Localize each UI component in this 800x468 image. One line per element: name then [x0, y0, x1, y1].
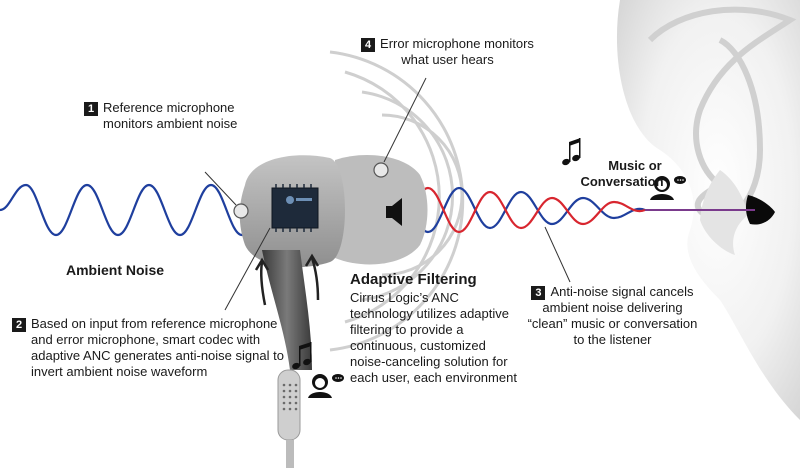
callout-3-line1: Anti-noise signal cancels — [550, 284, 694, 299]
callout-2-line2: and error microphone, smart codec with — [31, 332, 261, 347]
speaking-person-icon-cable — [308, 374, 344, 398]
callout-4-line2: what user hears — [401, 52, 494, 67]
callout-2-line1: Based on input from reference microphone — [31, 316, 278, 331]
music-note-icon — [562, 138, 581, 166]
sound-arcs — [329, 50, 465, 352]
adaptive-line5: noise-canceling solution for — [350, 354, 508, 369]
callout-reference-microphone: 1 Reference microphone monitors ambient n… — [84, 100, 237, 132]
callout-number-3: 3 — [531, 286, 546, 300]
adaptive-line4: continuous, customized — [350, 338, 486, 353]
music-line2: Conversation — [580, 174, 664, 189]
adaptive-line1: Cirrus Logic’s ANC — [350, 290, 459, 305]
leader-lines — [204, 77, 571, 311]
callout-3-line3: “clean” music or conversation — [527, 316, 698, 331]
callout-3-line4: to the listener — [573, 332, 652, 347]
reference-microphone-icon — [233, 203, 249, 219]
ambient-noise-label: Ambient Noise — [66, 262, 165, 278]
callout-smart-codec: 2 Based on input from reference microphon… — [12, 316, 292, 380]
error-microphone-icon — [373, 162, 389, 178]
callout-error-microphone: 4 Error microphone monitors what user hea… — [360, 36, 535, 68]
adaptive-filtering-block: Adaptive Filtering Cirrus Logic’s ANC te… — [350, 270, 530, 386]
callout-2-line3: adaptive ANC generates anti-noise signal… — [31, 348, 284, 363]
adaptive-filtering-title: Adaptive Filtering — [350, 271, 477, 288]
callout-1-line1: Reference microphone — [103, 100, 235, 115]
speaker-icon — [386, 198, 402, 226]
music-line1: Music or — [608, 158, 662, 173]
speaking-person-icon — [650, 176, 686, 200]
music-note-icon-cable — [292, 342, 312, 370]
adaptive-line3: filtering to provide a — [350, 322, 464, 337]
callout-4-line1: Error microphone monitors — [380, 36, 534, 51]
callout-number-4: 4 — [361, 38, 376, 52]
signal-arrows — [254, 253, 320, 306]
callout-anti-noise: 3 Anti-noise signal cancels ambient noise… — [515, 284, 710, 348]
chip-icon — [271, 184, 319, 232]
callout-number-2: 2 — [12, 318, 26, 332]
adaptive-line6: each user, each environment — [350, 370, 517, 385]
callout-number-1: 1 — [84, 102, 98, 116]
callout-2-line4: invert ambient noise waveform — [31, 364, 208, 379]
callout-3-line2: ambient noise delivering — [542, 300, 683, 315]
callout-1-line2: monitors ambient noise — [103, 116, 238, 131]
music-conversation-label: Music or Conversation — [572, 158, 672, 190]
adaptive-line2: technology utilizes adaptive — [350, 306, 509, 321]
